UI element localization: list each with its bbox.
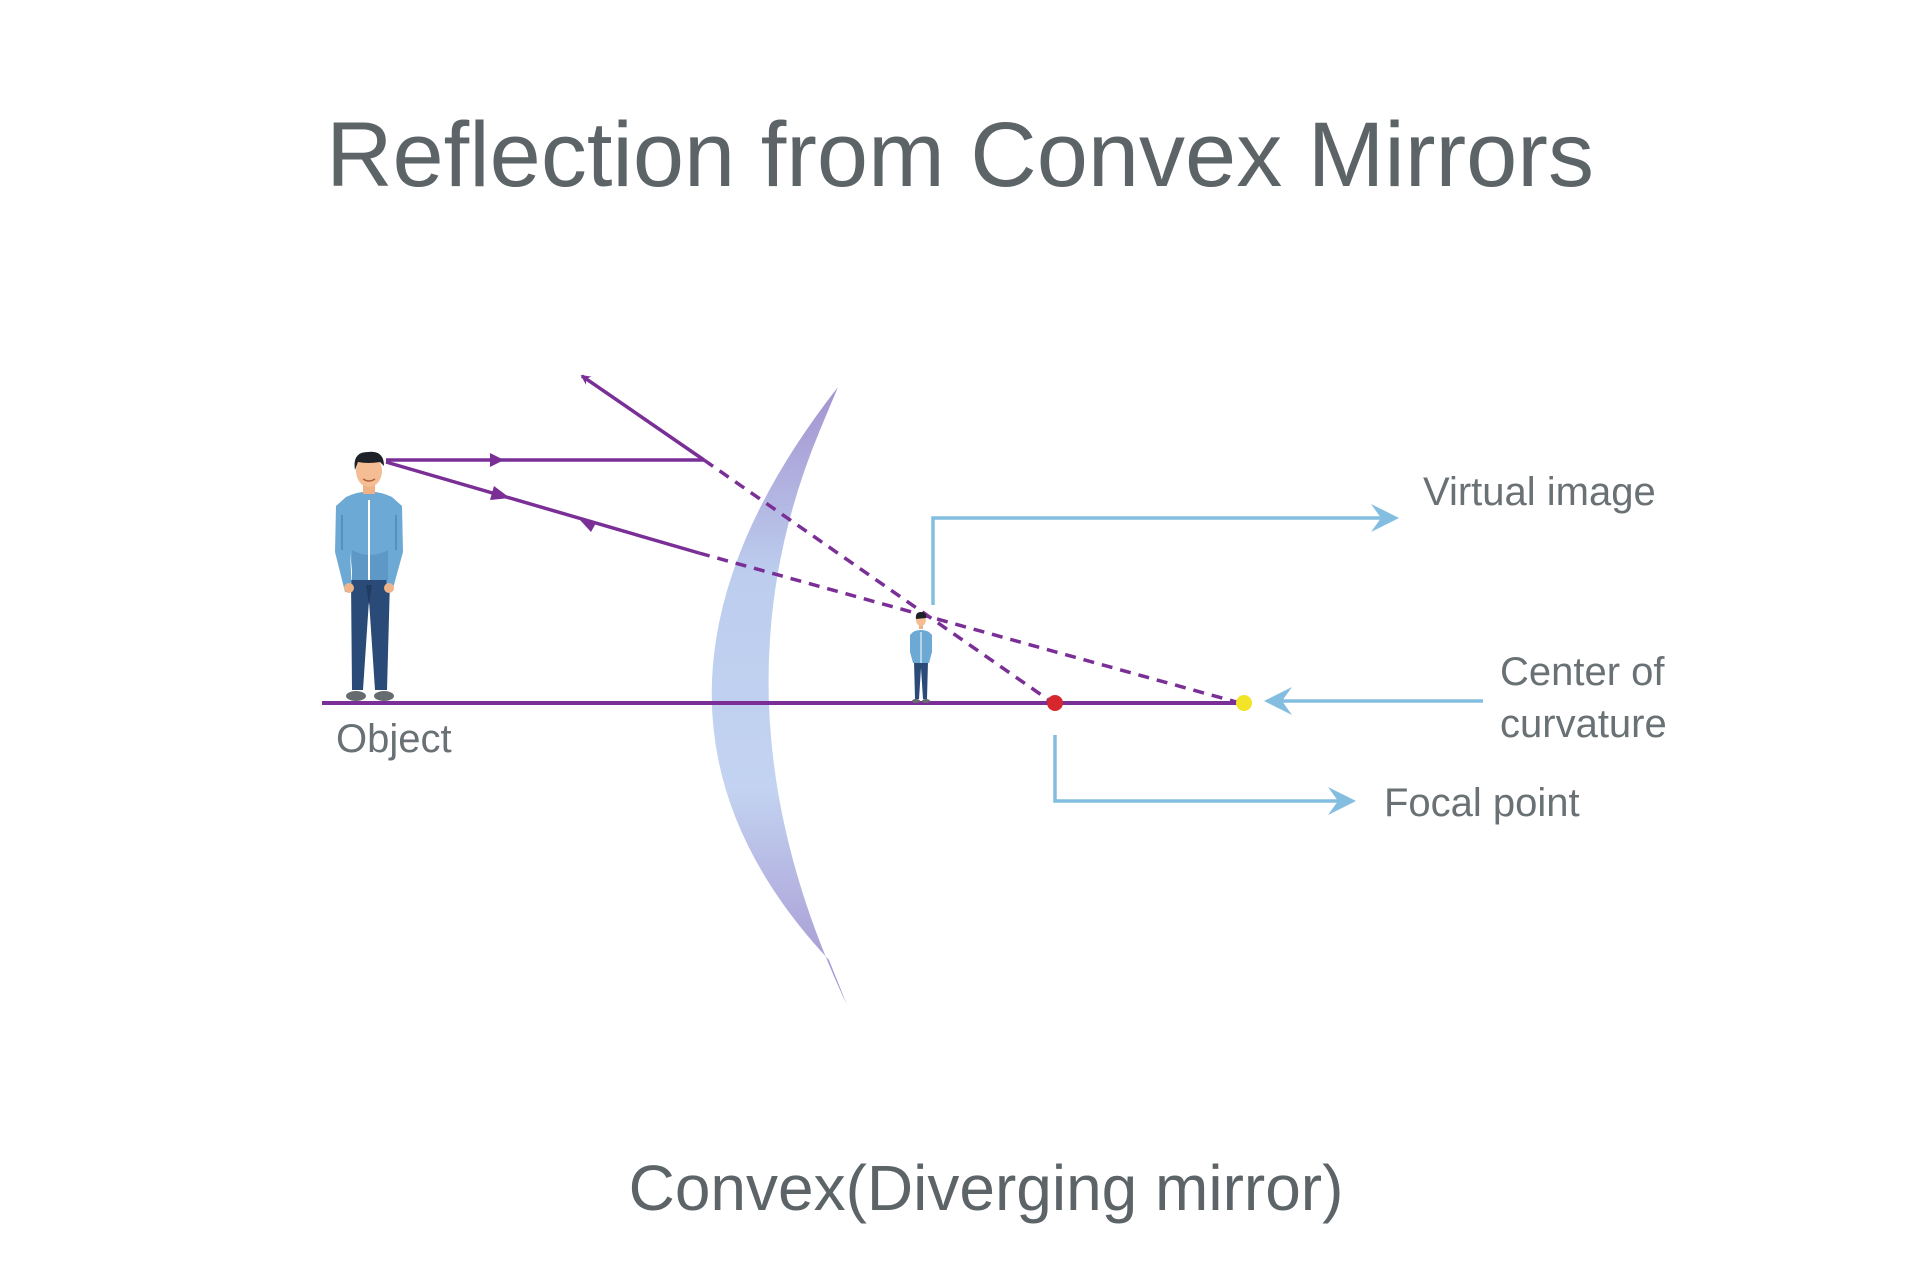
object-label: Object	[336, 717, 452, 761]
ray-direction-arrow	[490, 453, 504, 467]
person-standing-icon	[335, 451, 403, 701]
virtual-image-label: Virtual image	[1423, 470, 1656, 514]
page-title: Reflection from Convex Mirrors	[326, 104, 1594, 206]
center-of-curvature-dot	[1236, 695, 1252, 711]
center-of-curvature-label: Center of	[1500, 650, 1665, 694]
ray-direction-arrow	[490, 486, 510, 500]
person-small-icon	[910, 612, 932, 703]
convex-mirror	[711, 387, 847, 1005]
focal-point-pointer	[1053, 735, 1356, 815]
virtual-ray-to-focus	[703, 458, 1054, 705]
virtual-ray-to-center	[698, 551, 1241, 705]
reflected-ray-1	[580, 374, 705, 462]
virtual-image-pointer	[931, 504, 1399, 605]
diagram-caption: Convex(Diverging mirror)	[629, 1152, 1344, 1224]
focal-point-dot	[1047, 695, 1063, 711]
incident-ray-oblique	[385, 460, 700, 555]
focal-point-label: Focal point	[1384, 781, 1580, 825]
ray-direction-arrow	[580, 520, 596, 532]
center-of-curvature-label-line2: curvature	[1500, 702, 1667, 746]
